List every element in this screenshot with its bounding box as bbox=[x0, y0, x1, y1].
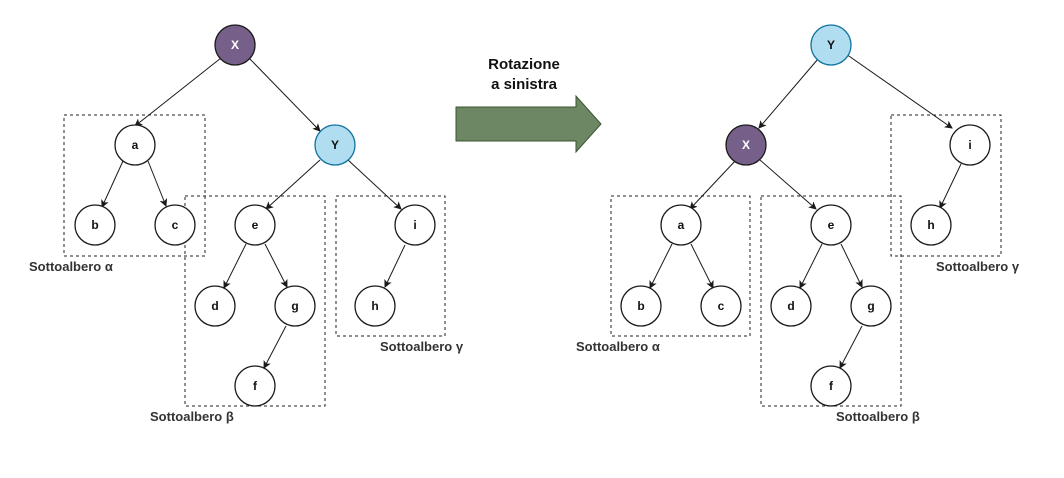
edge-e-g bbox=[264, 243, 288, 288]
node-e: e bbox=[234, 204, 276, 246]
node-x-after-label: X bbox=[742, 138, 750, 152]
node-d-after-label: d bbox=[787, 299, 794, 313]
node-y: Y bbox=[314, 124, 356, 166]
arrow-title-line1: Rotazione bbox=[488, 56, 560, 73]
subtree-gamma-label: Sottoalbero γ bbox=[380, 339, 464, 354]
node-x-label: X bbox=[231, 38, 239, 52]
node-h-after: h bbox=[910, 204, 952, 246]
node-f-after: f bbox=[810, 365, 852, 407]
edge-y-e bbox=[265, 159, 321, 210]
node-f-label: f bbox=[253, 379, 258, 393]
edge-g-f-after bbox=[839, 325, 863, 369]
node-b-label: b bbox=[91, 218, 98, 232]
edge-e-g-after bbox=[840, 243, 863, 288]
node-g: g bbox=[274, 285, 316, 327]
node-b-after: b bbox=[620, 285, 662, 327]
node-g-label: g bbox=[291, 299, 298, 313]
node-c: c bbox=[154, 204, 196, 246]
node-g-after-label: g bbox=[867, 299, 874, 313]
node-h-after-label: h bbox=[927, 218, 934, 232]
node-d-after: d bbox=[770, 285, 812, 327]
subtree-beta-label: Sottoalbero β bbox=[150, 409, 234, 424]
node-e-label: e bbox=[252, 218, 259, 232]
node-x: X bbox=[214, 24, 256, 66]
subtree-gamma-label-after: Sottoalbero γ bbox=[936, 259, 1020, 274]
tree-after: Y X i h a b c e bbox=[576, 24, 1020, 424]
node-a: a bbox=[114, 124, 156, 166]
edge-y-i bbox=[347, 159, 402, 210]
node-b-after-label: b bbox=[637, 299, 644, 313]
edge-e-d bbox=[223, 243, 247, 289]
node-i-after: i bbox=[949, 124, 991, 166]
node-c-label: c bbox=[172, 218, 179, 232]
edge-i-h-after bbox=[939, 163, 962, 209]
node-y-label: Y bbox=[331, 138, 339, 152]
node-a-after-label: a bbox=[678, 218, 685, 232]
subtree-alpha-box-after bbox=[610, 195, 751, 337]
edge-a-b-after bbox=[649, 243, 673, 289]
node-c-after-label: c bbox=[718, 299, 725, 313]
tree-before: X Y a b c e d g bbox=[29, 24, 464, 424]
subtree-alpha-label-after: Sottoalbero α bbox=[576, 339, 660, 354]
node-f: f bbox=[234, 365, 276, 407]
node-f-after-label: f bbox=[829, 379, 834, 393]
edge-g-f bbox=[263, 325, 287, 369]
right-arrow-icon bbox=[455, 94, 602, 154]
node-e-after: e bbox=[810, 204, 852, 246]
edge-x-a-after bbox=[689, 159, 737, 210]
edge-i-h bbox=[384, 244, 406, 288]
node-d: d bbox=[194, 285, 236, 327]
node-y-after: Y bbox=[810, 24, 852, 66]
rotation-arrow: Rotazione a sinistra bbox=[455, 56, 602, 154]
node-d-label: d bbox=[211, 299, 218, 313]
subtree-beta-label-after: Sottoalbero β bbox=[836, 409, 920, 424]
node-i: i bbox=[394, 204, 436, 246]
node-i-label: i bbox=[413, 218, 416, 232]
edge-x-e-after bbox=[759, 159, 817, 210]
node-i-after-label: i bbox=[968, 138, 971, 152]
node-b: b bbox=[74, 204, 116, 246]
node-e-after-label: e bbox=[828, 218, 835, 232]
subtree-alpha-label: Sottoalbero α bbox=[29, 259, 113, 274]
edge-e-d-after bbox=[799, 243, 823, 289]
node-a-label: a bbox=[132, 138, 139, 152]
node-c-after: c bbox=[700, 285, 742, 327]
edge-a-b bbox=[101, 160, 124, 208]
edge-a-c-after bbox=[690, 243, 714, 289]
subtree-gamma-box bbox=[335, 195, 446, 337]
node-y-after-label: Y bbox=[827, 38, 835, 52]
node-a-after: a bbox=[660, 204, 702, 246]
edge-y-i-after bbox=[845, 53, 953, 129]
subtree-alpha-box bbox=[63, 114, 206, 257]
edge-x-a bbox=[134, 57, 222, 127]
node-h-label: h bbox=[371, 299, 378, 313]
edge-a-c bbox=[147, 160, 168, 207]
node-h: h bbox=[354, 285, 396, 327]
arrow-title-line2: a sinistra bbox=[491, 76, 558, 93]
subtree-gamma-box-after bbox=[890, 114, 1002, 257]
node-x-after: X bbox=[725, 124, 767, 166]
edge-y-x-after bbox=[758, 58, 819, 129]
edge-x-y bbox=[248, 57, 321, 132]
node-g-after: g bbox=[850, 285, 892, 327]
